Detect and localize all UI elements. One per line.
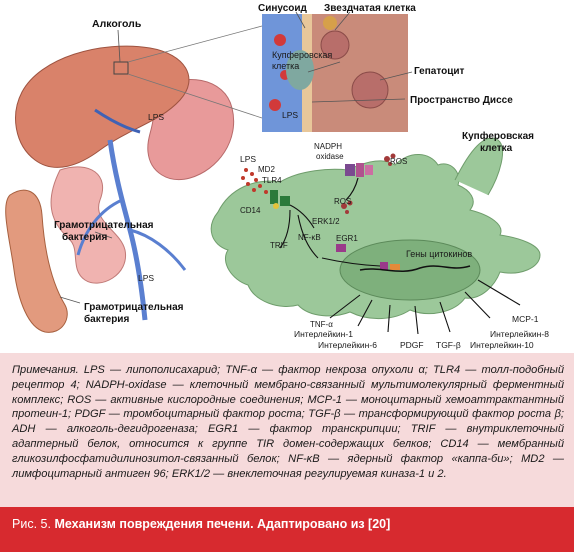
liver-callout-box <box>113 61 129 75</box>
sinusoid-inset <box>262 14 408 132</box>
liver-injury-illustration: Алкоголь Синусоид Звездчатая клетка Купф… <box>5 3 550 350</box>
label-tnfa: TNF-α <box>310 320 333 329</box>
portal-vein-branch <box>76 198 187 271</box>
label-lps-inset: LPS <box>282 110 298 120</box>
label-lps-bottom: LPS <box>138 273 154 283</box>
label-nfkb: NF-κB <box>298 233 321 242</box>
lps-particles <box>241 168 268 194</box>
label-md2: MD2 <box>258 165 275 174</box>
label-stellate-cell: Звездчатая клетка <box>324 3 416 14</box>
notes-text: Примечания. LPS — липополисахарид; TNF-α… <box>12 364 564 480</box>
label-egr1: EGR1 <box>336 234 358 243</box>
label-ros-2: ROS <box>334 197 351 206</box>
label-cd14: CD14 <box>240 206 261 215</box>
illustration-svg: Алкоголь Синусоид Звездчатая клетка Купф… <box>5 3 550 350</box>
label-tlr4: TLR4 <box>262 176 282 185</box>
label-alcohol: Алкоголь <box>92 18 142 30</box>
hepatic-vein <box>94 108 141 134</box>
label-cytokine-genes: Гены цитокинов <box>406 249 472 259</box>
label-kupffer-inset-2: клетка <box>272 61 299 71</box>
label-erk: ERK1/2 <box>312 217 340 226</box>
figure-caption: Рис. 5. Механизм повреждения печени. Ада… <box>0 507 574 552</box>
label-pdgf: PDGF <box>400 340 424 350</box>
label-kupffer-inset-1: Купферовская <box>272 50 332 60</box>
label-il8: Интерлейкин-8 <box>490 329 549 339</box>
caption-title: Механизм повреждения печени. Адаптирован… <box>54 517 391 531</box>
label-lps-liver: LPS <box>148 112 164 122</box>
label-lps-cell: LPS <box>240 154 256 164</box>
small-intestine-shape <box>50 166 126 284</box>
label-sinusoid: Синусоид <box>258 3 308 14</box>
label-gram-negative-2-line2: бактерия <box>84 313 129 325</box>
caption-lead: Рис. 5. <box>12 517 51 531</box>
label-il1: Интерлейкин-1 <box>294 329 353 339</box>
label-il10: Интерлейкин-10 <box>470 340 534 350</box>
label-gram-negative-1-line2: бактерия <box>62 231 107 243</box>
label-nadph-1: NADPH <box>314 142 342 151</box>
label-mcp1: MCP-1 <box>512 314 539 324</box>
label-il6: Интерлейкин-6 <box>318 340 377 350</box>
label-trif: TRIF <box>270 241 288 250</box>
nadph-oxidase-complex <box>345 163 373 177</box>
label-hepatocyte: Гепатоцит <box>414 66 464 77</box>
label-kupffer-cell-2: клетка <box>480 143 513 154</box>
label-nadph-2: oxidase <box>316 152 344 161</box>
label-kupffer-cell-1: Купферовская <box>462 130 534 142</box>
label-gram-negative-2-line1: Грамотрицательная <box>84 302 184 313</box>
tlr4-receptor <box>270 190 278 204</box>
label-gram-negative-1-line1: Грамотрицательная <box>54 220 154 231</box>
liver-shape <box>15 45 190 168</box>
notes-panel: Примечания. LPS — липополисахарид; TNF-α… <box>0 353 574 507</box>
label-ros-1: ROS <box>390 157 407 166</box>
label-tgfb: TGF-β <box>436 340 461 350</box>
colon-shape <box>5 189 68 333</box>
label-disse-space: Пространство Диссе <box>410 95 513 106</box>
